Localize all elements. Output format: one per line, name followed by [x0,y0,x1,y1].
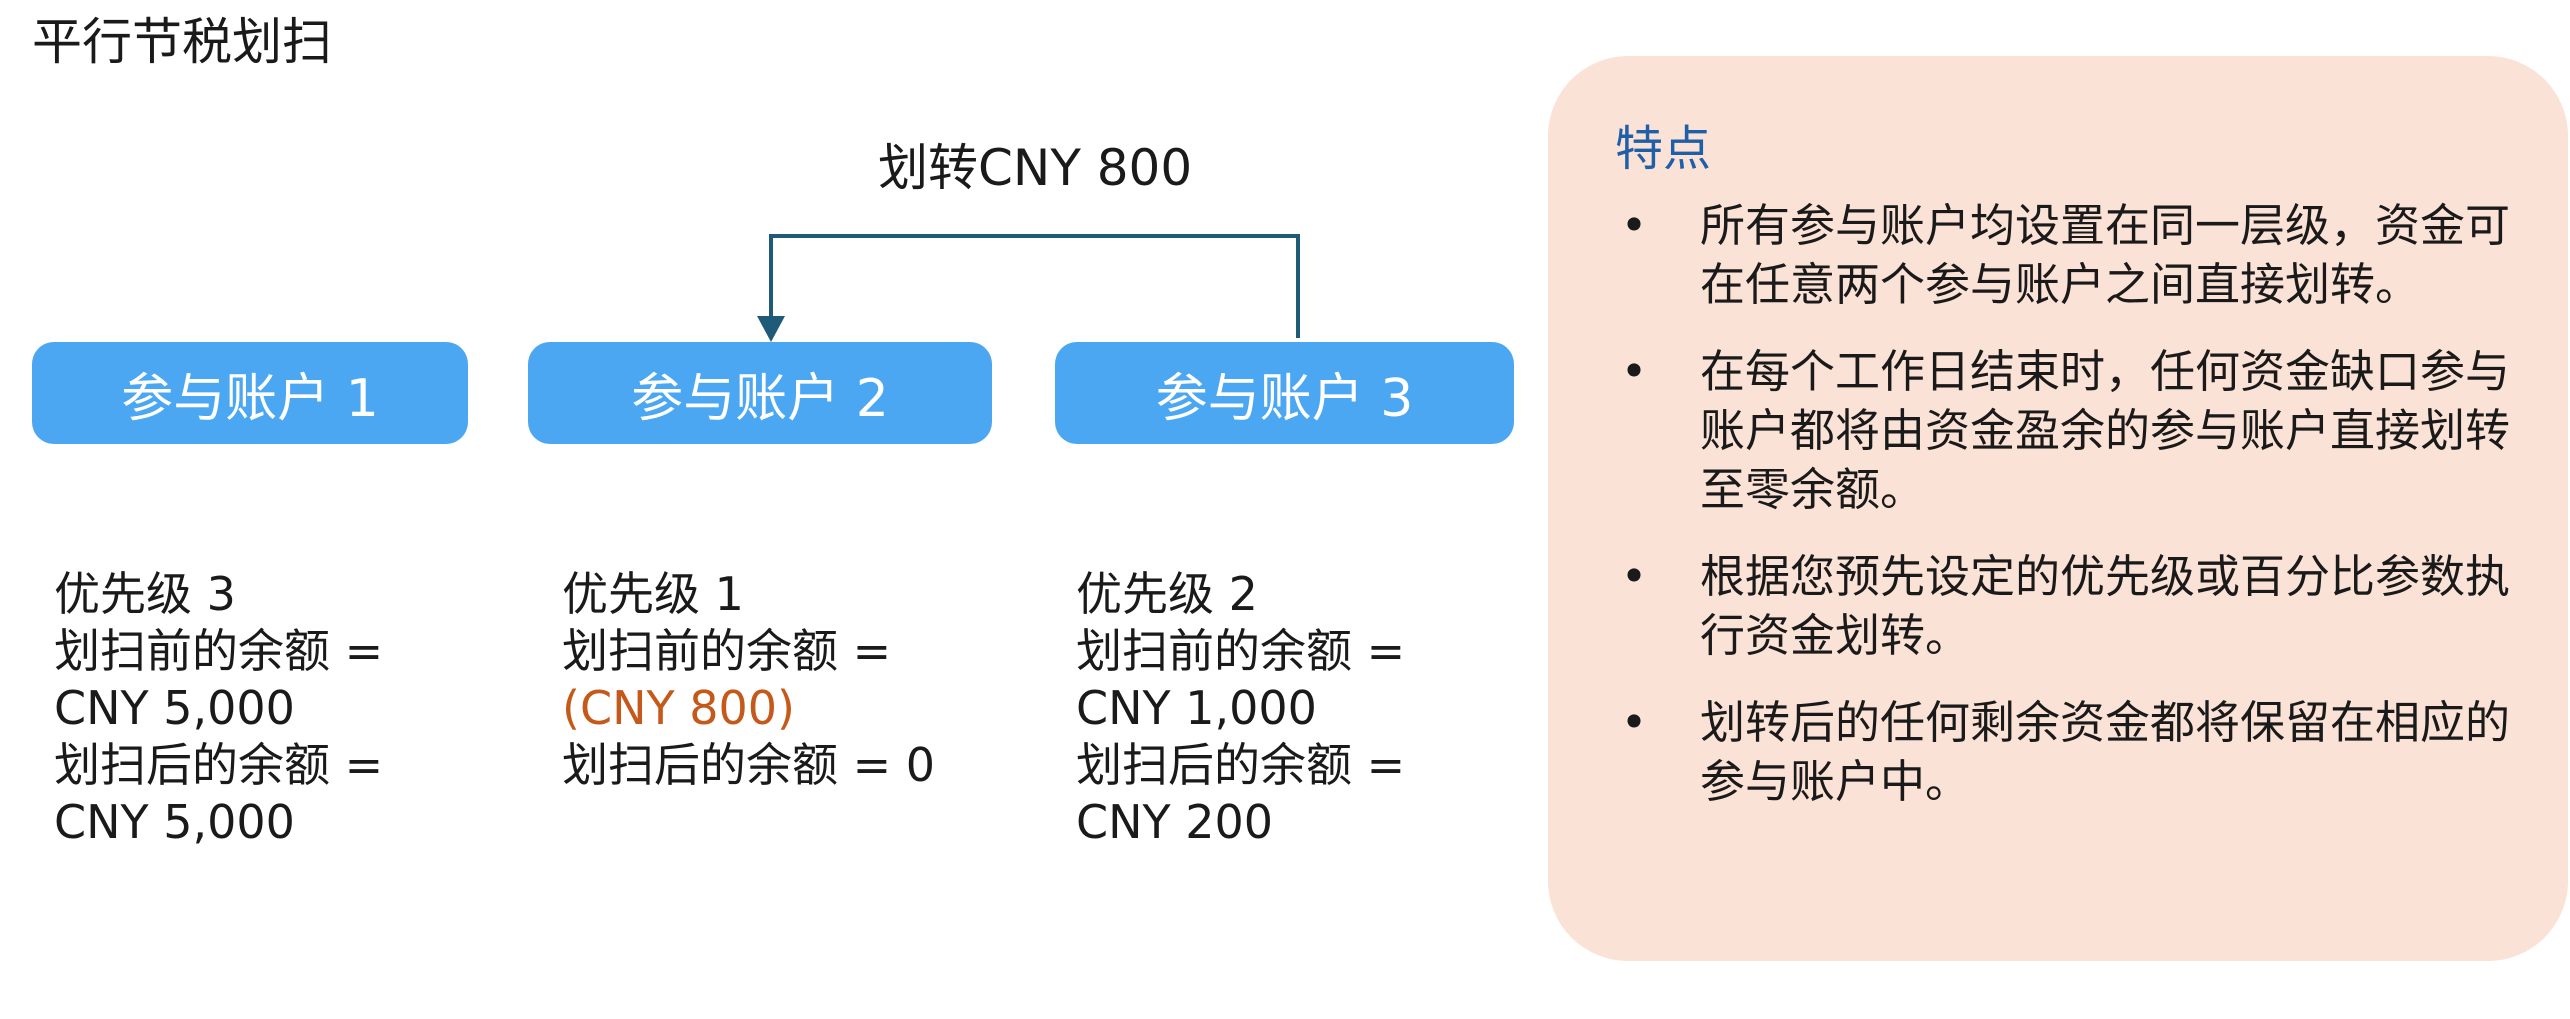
feature-item: • 在每个工作日结束时，任何资金缺口参与账户都将由资金盈余的参与账户直接划转至零… [1548,342,2568,519]
priority-label: 优先级 2 [1076,567,1258,621]
balance-before-label: 划扫前的余额 = [1076,624,1406,678]
priority-label: 优先级 1 [562,567,744,621]
account-info-1: 优先级 3 划扫前的余额 = CNY 5,000 划扫后的余额 = CNY 5,… [54,566,383,851]
features-panel: 特点 • 所有参与账户均设置在同一层级，资金可在任意两个参与账户之间直接划转。 … [1548,56,2568,961]
balance-after-value: CNY 200 [1076,795,1274,849]
balance-before-label: 划扫前的余额 = [54,624,384,678]
feature-item: • 所有参与账户均设置在同一层级，资金可在任意两个参与账户之间直接划转。 [1548,196,2568,314]
feature-text: 在每个工作日结束时，任何资金缺口参与账户都将由资金盈余的参与账户直接划转至零余额… [1700,345,2511,516]
transfer-arrow-head [757,316,785,342]
balance-before-label: 划扫前的余额 = [562,624,892,678]
account-name-1: 参与账户 1 [121,368,379,429]
account-box-1: 参与账户 1 [32,342,468,444]
bullet-icon: • [1620,345,1648,398]
account-info-3: 优先级 2 划扫前的余额 = CNY 1,000 划扫后的余额 = CNY 20… [1076,566,1405,851]
bullet-icon: • [1620,199,1648,252]
balance-before-value: CNY 1,000 [1076,681,1317,735]
account-info-2: 优先级 1 划扫前的余额 = (CNY 800) 划扫后的余额 = 0 [562,566,935,794]
balance-after-label: 划扫后的余额 = [54,738,384,792]
balance-before-value: (CNY 800) [562,681,795,735]
account-box-2: 参与账户 2 [528,342,992,444]
page-title: 平行节税划扫 [32,13,332,71]
balance-after-label: 划扫后的余额 = 0 [562,738,936,792]
balance-after-value: CNY 5,000 [54,795,295,849]
account-box-3: 参与账户 3 [1055,342,1514,444]
balance-before-value: CNY 5,000 [54,681,295,735]
account-name-3: 参与账户 3 [1155,368,1414,429]
features-list: • 所有参与账户均设置在同一层级，资金可在任意两个参与账户之间直接划转。 • 在… [1548,196,2568,839]
bullet-icon: • [1620,550,1648,603]
transfer-arrow-line [769,234,1300,338]
priority-label: 优先级 3 [54,567,236,621]
balance-after-label: 划扫后的余额 = [1076,738,1406,792]
feature-text: 所有参与账户均设置在同一层级，资金可在任意两个参与账户之间直接划转。 [1700,199,2511,311]
bullet-icon: • [1620,696,1648,749]
feature-item: • 根据您预先设定的优先级或百分比参数执行资金划转。 [1548,547,2568,665]
transfer-amount-label: 划转CNY 800 [878,139,1193,197]
feature-item: • 划转后的任何剩余资金都将保留在相应的参与账户中。 [1548,693,2568,811]
account-name-2: 参与账户 2 [631,368,889,429]
features-title: 特点 [1615,121,1712,177]
feature-text: 根据您预先设定的优先级或百分比参数执行资金划转。 [1700,550,2511,662]
feature-text: 划转后的任何剩余资金都将保留在相应的参与账户中。 [1700,696,2511,808]
